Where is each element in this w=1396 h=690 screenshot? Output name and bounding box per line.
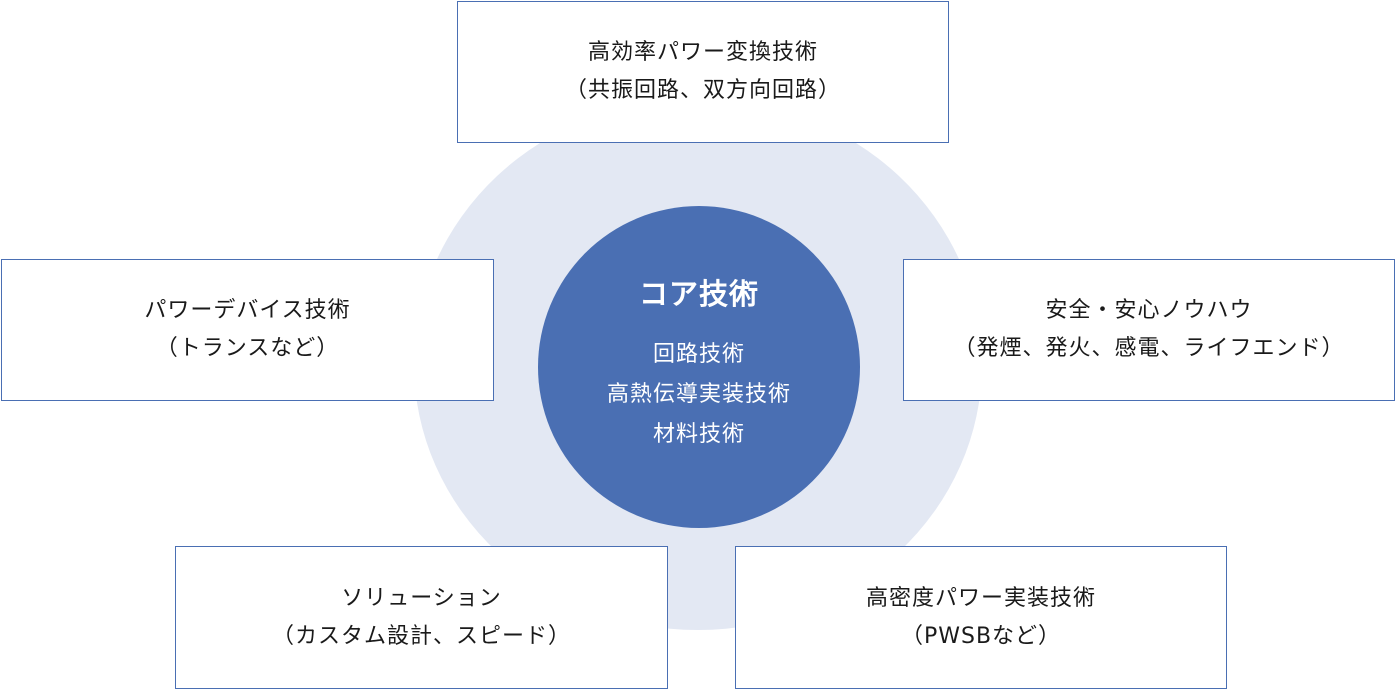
box-power-conversion: 高効率パワー変換技術 （共振回路、双方向回路） [457, 1, 949, 143]
box-high-density-mounting-title: 高密度パワー実装技術 [865, 585, 1096, 611]
box-power-conversion-title: 高効率パワー変換技術 [587, 40, 818, 65]
core-item-materials: 材料技術 [652, 422, 745, 447]
core-title: コア技術 [638, 277, 759, 311]
box-safety-knowhow-title: 安全・安心ノウハウ [1045, 298, 1253, 323]
box-high-density-mounting-detail: （PWSBなど） [900, 623, 1062, 649]
box-solution-title: ソリューション [341, 585, 502, 611]
box-high-density-mounting: 高密度パワー実装技術 （PWSBなど） [735, 546, 1227, 689]
box-solution-detail: （カスタム設計、スピード） [271, 623, 571, 649]
box-power-conversion-detail: （共振回路、双方向回路） [564, 78, 841, 103]
box-power-device-detail: （トランスなど） [155, 336, 340, 361]
box-power-device: パワーデバイス技術 （トランスなど） [1, 259, 494, 401]
core-technology-circle: コア技術 回路技術 高熱伝導実装技術 材料技術 [538, 206, 860, 528]
box-safety-knowhow: 安全・安心ノウハウ （発煙、発火、感電、ライフエンド） [903, 259, 1395, 401]
box-solution: ソリューション （カスタム設計、スピード） [175, 546, 668, 689]
core-item-thermal-mounting: 高熱伝導実装技術 [606, 382, 791, 407]
box-power-device-title: パワーデバイス技術 [144, 298, 351, 323]
box-safety-knowhow-detail: （発煙、発火、感電、ライフエンド） [953, 336, 1345, 361]
core-item-circuit: 回路技術 [652, 342, 745, 367]
